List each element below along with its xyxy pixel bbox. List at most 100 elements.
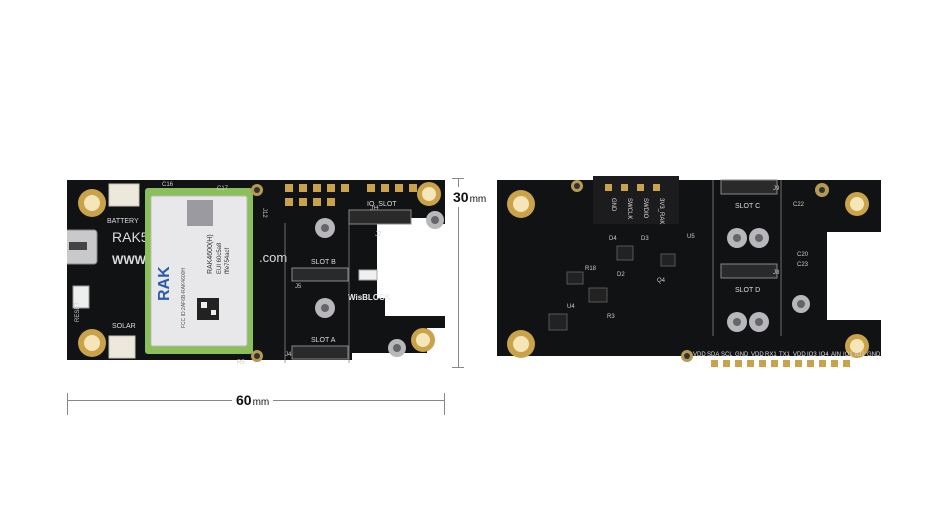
mounting-hole	[78, 189, 106, 217]
ic-chip	[566, 271, 584, 285]
pin-label: VDD	[751, 352, 764, 358]
c16-label: C16	[162, 182, 174, 188]
web-suffix: .com	[259, 250, 287, 265]
pin-label: IO2	[855, 352, 865, 358]
j7-label: J7	[375, 232, 382, 238]
battery-connector	[108, 183, 140, 207]
standoff	[727, 312, 747, 332]
j8-label: J8	[773, 270, 780, 276]
swd-pin-label: 3V3_RAK	[658, 198, 664, 224]
slot-a-connector	[291, 345, 349, 360]
pin-label: RX1	[765, 352, 777, 358]
j4-label: J4	[285, 352, 292, 358]
slot-a-label: SLOT A	[311, 337, 336, 344]
mounting-hole	[507, 190, 535, 218]
solar-label: SOLAR	[112, 323, 136, 330]
height-unit: mm	[469, 194, 487, 205]
bottom-pin-pads	[711, 360, 850, 367]
pin-label: VDD	[793, 352, 806, 358]
screw-hole	[815, 183, 829, 197]
standoff	[727, 228, 747, 248]
j9-label: J9	[773, 186, 780, 192]
qr-code	[197, 298, 219, 320]
mounting-hole	[411, 328, 435, 352]
c17-label: C17	[217, 186, 229, 192]
standoff	[315, 218, 335, 238]
brand-text: RAK5	[112, 229, 149, 245]
c23-label: C23	[797, 262, 809, 268]
mounting-hole	[845, 192, 869, 216]
reset-label: RESET	[75, 302, 81, 322]
swd-pins	[605, 184, 660, 191]
width-value: 60	[236, 392, 252, 408]
pin-label: IO4	[819, 352, 829, 358]
height-dimension-line	[458, 178, 459, 368]
front-board: BATTERY RAK5 WWW RESET SOLAR RAK RAK4600…	[67, 180, 447, 366]
standoff	[749, 312, 769, 332]
solar-connector	[108, 335, 136, 359]
q4-label: Q4	[657, 278, 666, 284]
io-slot-label: IO_SLOT	[367, 201, 397, 208]
ic-chip	[588, 287, 608, 303]
module-eui-label: EUI 60c5a8	[217, 242, 223, 274]
ic-chip	[548, 313, 568, 331]
pin-label: GND	[867, 352, 881, 358]
c22-label: C22	[793, 202, 805, 208]
mounting-hole	[78, 329, 106, 357]
r5-label: R5	[237, 360, 245, 366]
swd-pin-label: SWDIO	[642, 198, 648, 219]
d2-label: D2	[617, 272, 625, 278]
wisblock-label: WisBLOCK	[348, 293, 391, 302]
module-brand: RAK	[156, 266, 173, 301]
pin-label: VDD	[693, 352, 706, 358]
standoff	[749, 228, 769, 248]
height-dimension-label: 30mm	[453, 187, 487, 207]
pin-label: AIN	[831, 352, 841, 358]
height-dimension-cap	[452, 367, 464, 368]
battery-label: BATTERY	[107, 218, 139, 225]
wisblock-connector	[358, 269, 378, 281]
d3-label: D3	[641, 236, 649, 242]
height-dimension-cap	[452, 178, 464, 179]
ic-chip	[616, 245, 634, 261]
module-model: RAK4600(H)	[207, 234, 214, 274]
standoff	[388, 339, 406, 357]
height-value: 30	[453, 189, 469, 205]
j11-label: J11	[370, 206, 380, 212]
pin-label: SCL	[721, 352, 733, 358]
d4-label: D4	[609, 236, 617, 242]
ic-chip	[660, 253, 676, 267]
width-unit: mm	[252, 397, 270, 408]
io-slot-connector	[348, 209, 412, 225]
mounting-hole	[845, 334, 869, 358]
pin-label: TX1	[779, 352, 791, 358]
pin-label: IO1	[843, 352, 853, 358]
screw-hole	[571, 180, 583, 192]
slot-d-connector	[720, 263, 778, 279]
standoff	[792, 295, 810, 313]
reset-button	[72, 285, 90, 309]
module-fcc: FCC ID:2AF6B-RAK4600H	[181, 268, 187, 328]
swd-pin-label: SWCLK	[626, 198, 632, 219]
slot-c-label: SLOT C	[735, 203, 760, 210]
module-eui-value: fffe754acf	[225, 248, 231, 274]
rak4600-module: RAK RAK4600(H) EUI 60c5a8 fffe754acf FCC…	[145, 188, 253, 354]
u4-label: U4	[567, 304, 575, 310]
slot-b-connector	[291, 267, 349, 282]
pin-label: GND	[735, 352, 749, 358]
pin-header	[285, 184, 417, 206]
standoff	[426, 211, 444, 229]
r18-label: R18	[585, 266, 597, 272]
u5-label: U5	[687, 234, 695, 240]
web-text: WWW	[112, 253, 147, 267]
screw-hole	[681, 350, 693, 362]
pin-label: SDA	[707, 352, 719, 358]
standoff	[315, 298, 335, 318]
r3-label: R3	[607, 314, 615, 320]
j12-label: J12	[261, 208, 267, 218]
back-board: GND SWCLK SWDIO 3V3_RAK SLOT C J9 SLOT D…	[497, 176, 883, 367]
c20-label: C20	[797, 252, 809, 258]
width-dimension-label: 60mm	[232, 392, 274, 408]
slot-d-label: SLOT D	[735, 287, 760, 294]
slot-c-connector	[720, 179, 778, 195]
